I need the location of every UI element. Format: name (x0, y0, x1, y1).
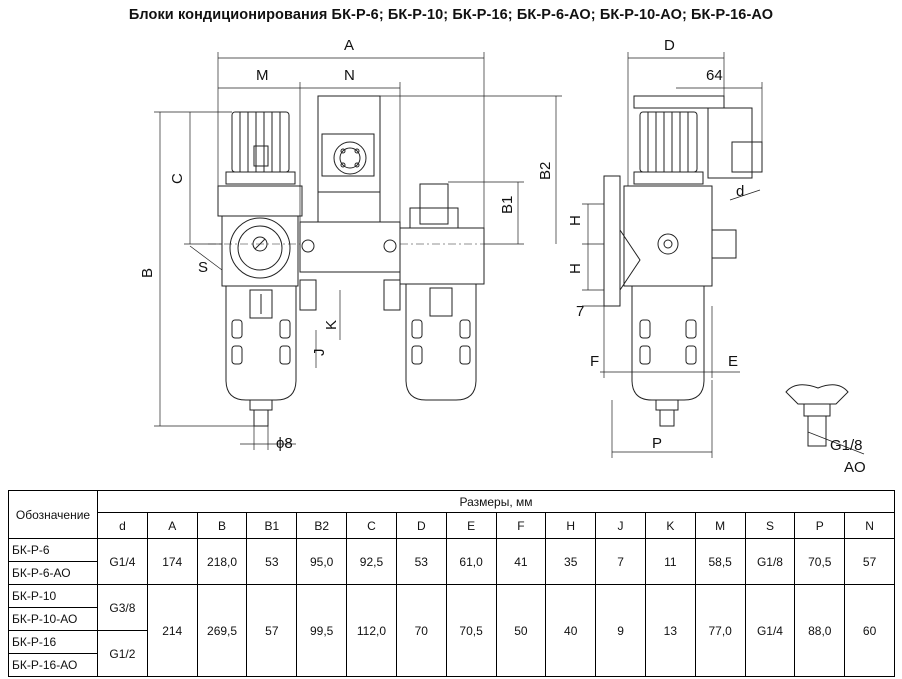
col-header: M (694, 512, 746, 539)
label-G18: G1/8 (830, 437, 863, 454)
center-block (299, 95, 401, 311)
cell: 70,5 (794, 538, 846, 585)
cell: 88,0 (794, 584, 846, 677)
col-header: D (395, 512, 447, 539)
label-AO: AO (844, 459, 866, 476)
label-H-lower: H (567, 263, 584, 274)
cell: 70,5 (445, 584, 497, 677)
cell: 53 (395, 538, 447, 585)
row-name: БК-Р-16-АО (8, 653, 98, 677)
cell: G1/2 (97, 630, 148, 677)
label-K: K (323, 320, 340, 330)
col-header: P (794, 512, 846, 539)
cell: 40 (545, 584, 597, 677)
front-dimensions (154, 52, 562, 450)
dimensions-table: Обозначение Размеры, мм d A B B1 B2 C D … (8, 490, 895, 677)
label-C: C (169, 173, 186, 184)
label-M: M (256, 67, 269, 84)
filter-regulator-body (208, 185, 303, 287)
row-name: БК-Р-6 (8, 538, 98, 562)
cell: 50 (495, 584, 547, 677)
left-bowl (225, 285, 297, 427)
label-64: 64 (706, 67, 723, 84)
col-header: K (644, 512, 696, 539)
cell: 218,0 (196, 538, 248, 585)
cell: 58,5 (694, 538, 746, 585)
col-header: H (545, 512, 597, 539)
cell: 41 (495, 538, 547, 585)
cell: 13 (644, 584, 696, 677)
label-B2: B2 (537, 162, 554, 180)
col-header: A (146, 512, 198, 539)
row-name: БК-Р-6-АО (8, 561, 98, 585)
side-view (603, 95, 763, 427)
cell: 214 (146, 584, 198, 677)
label-B1: B1 (499, 196, 516, 214)
cell: G1/8 (744, 538, 796, 585)
col-header: E (445, 512, 497, 539)
lubricator-unit (399, 183, 485, 401)
label-P: P (652, 435, 662, 452)
label-J: J (311, 349, 328, 357)
cell: 174 (146, 538, 198, 585)
label-B: B (139, 268, 156, 278)
cell: 99,5 (296, 584, 348, 677)
label-E: E (728, 353, 738, 370)
col-header: B1 (246, 512, 298, 539)
label-N: N (344, 67, 355, 84)
cell: 57 (246, 584, 298, 677)
row-name: БК-Р-10-АО (8, 607, 98, 631)
page-title: Блоки кондиционирования БК-Р-6; БК-Р-10;… (128, 7, 774, 23)
col-header: C (346, 512, 397, 539)
cell: 92,5 (346, 538, 397, 585)
cell: 112,0 (346, 584, 397, 677)
cell: 70 (395, 584, 447, 677)
header-sizes: Размеры, мм (97, 490, 895, 513)
label-A: A (344, 37, 354, 54)
cell: 35 (545, 538, 597, 585)
cell: 9 (595, 584, 646, 677)
cell: 269,5 (196, 584, 248, 677)
label-H-upper: H (567, 215, 584, 226)
cell: 53 (246, 538, 298, 585)
row-name: БК-Р-10 (8, 584, 98, 608)
regulator-knob (225, 111, 296, 185)
side-dimensions (582, 52, 763, 458)
label-d: d (736, 183, 744, 200)
label-phi8: ϕ8 (276, 435, 293, 452)
col-header: N (844, 512, 895, 539)
col-header: d (97, 512, 148, 539)
col-header: J (595, 512, 646, 539)
col-header: B (196, 512, 248, 539)
cell: 61,0 (445, 538, 497, 585)
cell: G1/4 (97, 538, 148, 585)
row-name: БК-Р-16 (8, 630, 98, 654)
label-7: 7 (576, 303, 584, 320)
col-header: F (495, 512, 547, 539)
label-D: D (664, 37, 675, 54)
cell: G3/8 (97, 584, 148, 631)
cell: 11 (644, 538, 696, 585)
col-header: S (744, 512, 796, 539)
cell: G1/4 (744, 584, 796, 677)
header-designation: Обозначение (8, 490, 98, 539)
cell: 95,0 (296, 538, 348, 585)
cell: 7 (595, 538, 646, 585)
cell: 77,0 (694, 584, 746, 677)
cell: 57 (844, 538, 895, 585)
cell: 60 (844, 584, 895, 677)
ao-detail (785, 384, 865, 455)
label-S: S (198, 259, 208, 276)
col-header: B2 (296, 512, 348, 539)
technical-drawing: A M N C B B1 B2 S K J ϕ8 D 64 d H H 7 F … (139, 37, 866, 476)
label-F: F (590, 353, 599, 370)
